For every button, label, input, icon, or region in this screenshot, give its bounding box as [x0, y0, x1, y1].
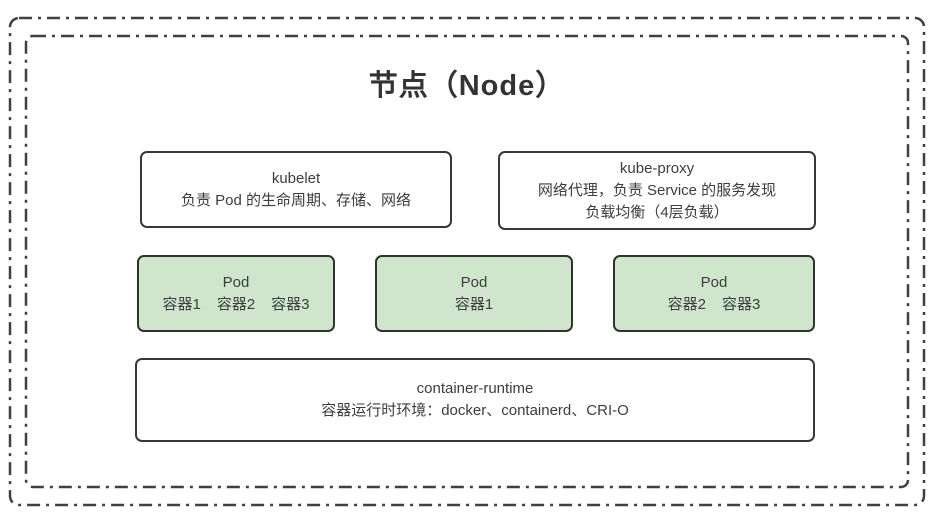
container-label: 容器3	[271, 295, 310, 313]
kube-proxy-desc-line2: 负载均衡（4层负载）	[585, 203, 729, 221]
container-label: 容器1	[454, 295, 494, 313]
node-title: 节点（Node）	[368, 70, 566, 102]
pod-containers: 容器2 容器3	[660, 294, 769, 316]
container-runtime-box: container-runtime 容器运行时环境：docker、contain…	[135, 358, 815, 442]
kube-proxy-desc-line1: 网络代理，负责 Service 的服务发现	[537, 181, 777, 199]
outer-dashdot-border	[8, 16, 926, 507]
kubelet-box: kubelet 负责 Pod 的生命周期、存储、网络	[140, 151, 452, 228]
pod-box-1: Pod 容器1 容器2 容器3	[137, 255, 335, 332]
container-label: 容器3	[722, 295, 761, 313]
pod-box-3: Pod 容器2 容器3	[613, 255, 815, 332]
kubelet-desc: 负责 Pod 的生命周期、存储、网络	[180, 191, 412, 209]
pod-box-2: Pod 容器1	[375, 255, 573, 332]
kube-proxy-name: kube-proxy	[619, 159, 695, 177]
pod-name: Pod	[460, 273, 488, 291]
pod-containers: 容器1 容器2 容器3	[154, 294, 317, 316]
container-label: 容器2	[216, 295, 256, 313]
container-label: 容器2	[667, 295, 706, 313]
container-label: 容器1	[162, 295, 201, 313]
kubelet-name: kubelet	[271, 169, 321, 187]
pod-name: Pod	[700, 273, 728, 291]
kube-proxy-box: kube-proxy 网络代理，负责 Service 的服务发现 负载均衡（4层…	[498, 151, 816, 230]
pod-containers: 容器1	[447, 294, 501, 316]
inner-dashdot-border	[24, 34, 910, 489]
container-runtime-name: container-runtime	[416, 380, 534, 397]
container-runtime-desc: 容器运行时环境：docker、containerd、CRI-O	[321, 402, 629, 419]
pod-name: Pod	[222, 273, 250, 291]
